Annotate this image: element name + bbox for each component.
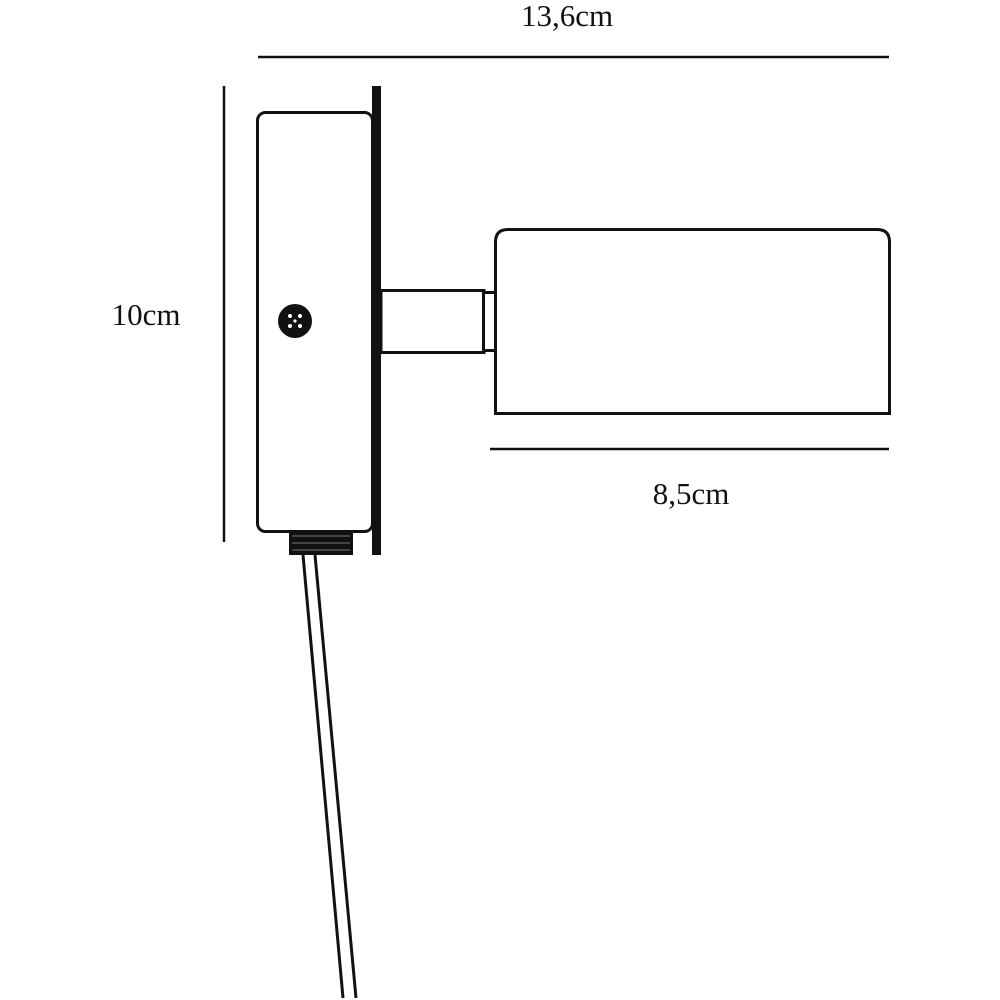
switch-button bbox=[278, 304, 312, 338]
base-box bbox=[256, 111, 374, 533]
power-cable bbox=[301, 554, 358, 999]
arm-connector bbox=[379, 289, 497, 354]
wall-plate bbox=[372, 86, 381, 555]
lamp-shade bbox=[494, 228, 891, 415]
overall-width-label: 13,6cm bbox=[521, 0, 613, 33]
cable-gland bbox=[289, 531, 353, 555]
height-label: 10cm bbox=[112, 297, 181, 332]
shade-length-label: 8,5cm bbox=[653, 476, 730, 511]
